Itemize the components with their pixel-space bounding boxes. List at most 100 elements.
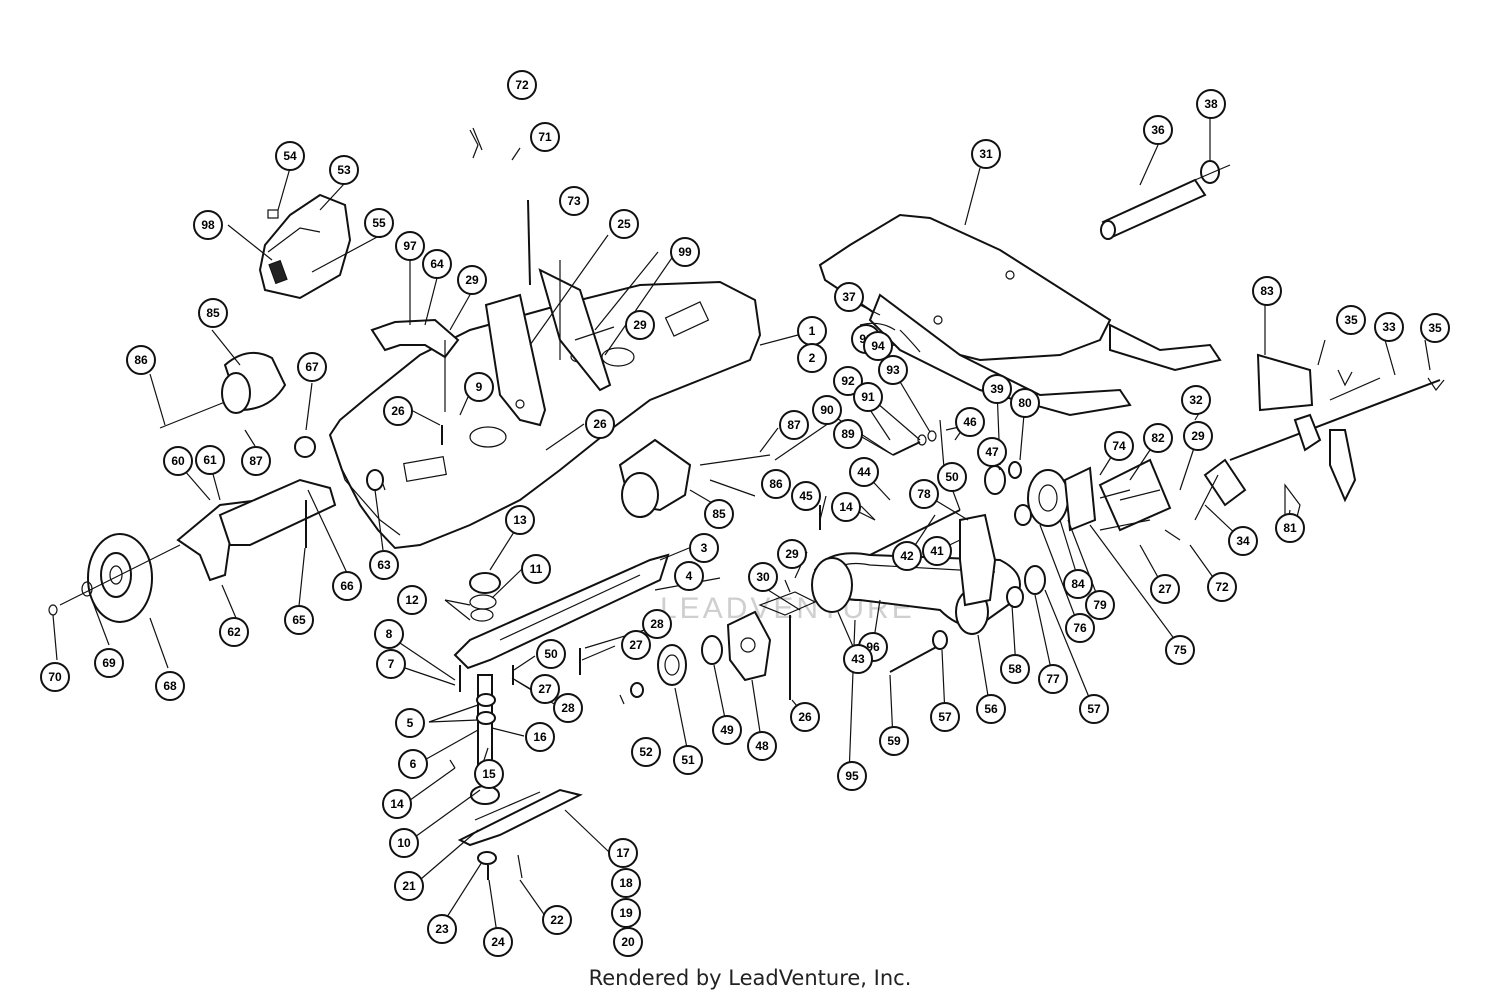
- gauge-roller-left: [159, 351, 287, 429]
- callout-circle: [542, 905, 572, 935]
- callout-label: 72: [515, 78, 529, 92]
- callout-16: 16: [525, 722, 555, 752]
- callout-26: 26: [790, 702, 820, 732]
- callout-49: 49: [712, 715, 742, 745]
- callout-5: 5: [395, 708, 425, 738]
- callout-38: 38: [1196, 89, 1226, 119]
- callout-label: 74: [1112, 439, 1126, 453]
- callout-27: 27: [621, 630, 651, 660]
- callout-label: 60: [171, 454, 185, 468]
- callout-1: 1: [797, 316, 827, 346]
- callout-57: 57: [1079, 694, 1109, 724]
- callout-circle: [748, 562, 778, 592]
- callout-circle: [670, 237, 700, 267]
- callout-80: 80: [1010, 388, 1040, 418]
- callout-label: 53: [337, 163, 351, 177]
- callout-22: 22: [542, 905, 572, 935]
- callout-circle: [976, 694, 1006, 724]
- gauge-roller-right: [618, 438, 771, 518]
- callout-label: 29: [465, 273, 479, 287]
- callout-circle: [797, 343, 827, 373]
- callout-circle: [1085, 590, 1115, 620]
- callout-circle: [364, 208, 394, 238]
- callout-circle: [1010, 388, 1040, 418]
- callout-13: 13: [505, 505, 535, 535]
- callout-44: 44: [849, 457, 879, 487]
- callout-label: 27: [1158, 582, 1172, 596]
- callout-26: 26: [383, 396, 413, 426]
- callout-label: 61: [203, 453, 217, 467]
- callout-79: 79: [1085, 590, 1115, 620]
- callout-circle: [394, 871, 424, 901]
- callout-label: 75: [1173, 643, 1187, 657]
- callout-circle: [1252, 276, 1282, 306]
- callout-label: 57: [938, 710, 952, 724]
- callout-61: 61: [195, 445, 225, 475]
- callout-46: 46: [955, 407, 985, 437]
- callout-circle: [275, 141, 305, 171]
- callout-circle: [521, 554, 551, 584]
- callout-60: 60: [163, 446, 193, 476]
- callout-85: 85: [704, 499, 734, 529]
- callout-circle: [611, 898, 641, 928]
- callout-label: 30: [756, 570, 770, 584]
- callout-label: 48: [755, 739, 769, 753]
- callout-label: 46: [963, 415, 977, 429]
- callout-53: 53: [329, 155, 359, 185]
- callout-circle: [530, 674, 560, 704]
- callout-14: 14: [382, 789, 412, 819]
- callout-circle: [909, 479, 939, 509]
- callout-4: 4: [674, 561, 704, 591]
- callout-52: 52: [631, 737, 661, 767]
- callout-label: 36: [1151, 123, 1165, 137]
- callout-circle: [1000, 654, 1030, 684]
- callout-label: 83: [1260, 284, 1274, 298]
- callout-circle: [1165, 635, 1195, 665]
- callout-label: 9: [476, 380, 483, 394]
- callout-36: 36: [1143, 115, 1173, 145]
- callout-circle: [505, 505, 535, 535]
- callout-circle: [1079, 694, 1109, 724]
- callout-circle: [812, 395, 842, 425]
- callout-circle: [1063, 569, 1093, 599]
- callout-label: 34: [1236, 534, 1250, 548]
- callout-label: 18: [619, 876, 633, 890]
- callout-label: 59: [887, 734, 901, 748]
- callout-10: 10: [389, 828, 419, 858]
- callout-label: 20: [621, 935, 635, 949]
- callout-label: 76: [1073, 621, 1087, 635]
- spindle-shaft: [457, 674, 583, 880]
- callout-label: 66: [340, 579, 354, 593]
- callout-label: 37: [842, 290, 856, 304]
- callout-label: 4: [686, 569, 693, 583]
- callout-label: 26: [593, 417, 607, 431]
- callout-circle: [853, 382, 883, 412]
- callout-label: 93: [886, 363, 900, 377]
- callout-65: 65: [284, 605, 314, 635]
- callout-circle: [1065, 613, 1095, 643]
- callout-circle: [383, 396, 413, 426]
- gearbox: [630, 579, 817, 700]
- callout-12: 12: [397, 585, 427, 615]
- callout-circle: [1181, 385, 1211, 415]
- callout-label: 52: [639, 745, 653, 759]
- callout-19: 19: [611, 898, 641, 928]
- callout-circle: [40, 662, 70, 692]
- callout-35: 35: [1336, 305, 1366, 335]
- callout-circle: [536, 639, 566, 669]
- callout-42: 42: [892, 541, 922, 571]
- callout-circle: [704, 499, 734, 529]
- callout-circle: [790, 702, 820, 732]
- callout-91: 91: [853, 382, 883, 412]
- callout-circle: [241, 446, 271, 476]
- lift-linkage: [1194, 353, 1445, 527]
- callout-label: 29: [633, 318, 647, 332]
- callout-circle: [1196, 89, 1226, 119]
- callout-label: 50: [544, 647, 558, 661]
- callout-circle: [329, 155, 359, 185]
- callout-label: 65: [292, 613, 306, 627]
- callout-41: 41: [922, 536, 952, 566]
- callout-72: 72: [1207, 572, 1237, 602]
- callout-circle: [642, 609, 672, 639]
- callout-label: 39: [990, 382, 1004, 396]
